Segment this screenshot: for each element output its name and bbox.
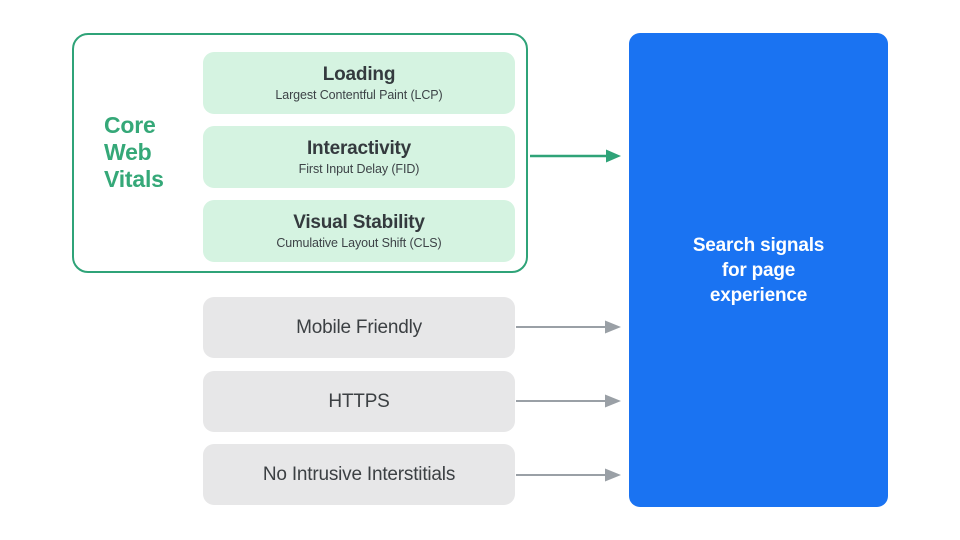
core-web-vitals-label: Core Web Vitals [104, 112, 194, 193]
metric-title-interactivity: Interactivity [306, 137, 412, 159]
core-web-vitals-container [72, 33, 528, 273]
signal-label-no-intrusive-interstitials: No Intrusive Interstitials [262, 464, 456, 485]
no-intrusive-interstitials-arrow [516, 468, 621, 482]
metric-card-visual-stability: Visual Stability Cumulative Layout Shift… [203, 200, 515, 262]
signal-box-mobile-friendly: Mobile Friendly [203, 297, 515, 358]
core-web-vitals-label-line-3: Vitals [104, 166, 164, 192]
destination-text-line-1: Search signals [692, 234, 825, 256]
signal-box-https: HTTPS [203, 371, 515, 432]
metric-subtitle-interactivity: First Input Delay (FID) [298, 161, 420, 176]
destination-box-search-signals: Search signals for page experience [629, 33, 888, 507]
core-web-vitals-label-line-1: Core [104, 112, 156, 138]
https-arrow [516, 394, 621, 408]
destination-text: Search signals for page experience [659, 233, 859, 308]
signal-label-https: HTTPS [328, 391, 390, 412]
metric-title-visual-stability: Visual Stability [293, 211, 425, 233]
metric-card-loading: Loading Largest Contentful Paint (LCP) [203, 52, 515, 114]
mobile-friendly-arrow [516, 320, 621, 334]
metric-title-loading: Loading [322, 63, 396, 85]
core-web-vitals-arrow [530, 149, 621, 163]
signal-label-mobile-friendly: Mobile Friendly [296, 317, 422, 338]
destination-text-line-2: for page [721, 259, 796, 281]
destination-text-line-3: experience [709, 284, 808, 306]
metric-subtitle-loading: Largest Contentful Paint (LCP) [275, 87, 443, 102]
core-web-vitals-label-line-2: Web [104, 139, 152, 165]
metric-card-interactivity: Interactivity First Input Delay (FID) [203, 126, 515, 188]
metric-subtitle-visual-stability: Cumulative Layout Shift (CLS) [276, 235, 442, 250]
signal-box-no-intrusive-interstitials: No Intrusive Interstitials [203, 444, 515, 505]
